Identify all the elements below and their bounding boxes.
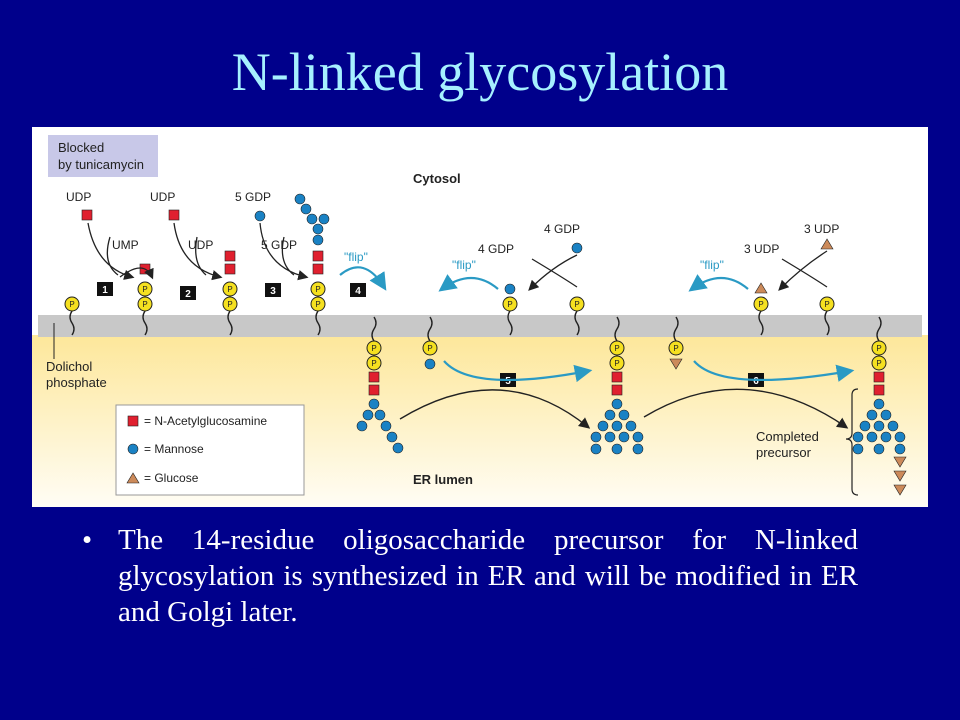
udp-label-2: UDP <box>150 190 175 204</box>
legend: = N-Acetylglucosamine = Mannose = Glucos… <box>115 404 305 496</box>
svg-text:P: P <box>315 300 320 309</box>
glycosylation-diagram: Blocked by tunicamycin Cytosol ER lumen … <box>32 127 928 507</box>
svg-text:6: 6 <box>753 376 759 387</box>
gdp5-label-2: 5 GDP <box>261 238 297 252</box>
legend-glcnac-swatch <box>127 415 139 427</box>
gdp4-label-1: 4 GDP <box>544 222 580 236</box>
svg-text:P: P <box>427 344 432 353</box>
svg-text:P: P <box>142 300 147 309</box>
svg-text:4: 4 <box>355 286 361 297</box>
bullet-marker: • <box>82 524 93 556</box>
svg-text:5: 5 <box>505 376 511 387</box>
gdp5-label-1: 5 GDP <box>235 190 271 204</box>
svg-text:P: P <box>876 359 881 368</box>
svg-text:P: P <box>824 300 829 309</box>
svg-text:P: P <box>227 285 232 294</box>
ump-label: UMP <box>112 238 139 252</box>
legend-glucose: = Glucose <box>144 471 199 485</box>
svg-text:by tunicamycin: by tunicamycin <box>58 157 144 172</box>
er-membrane <box>38 315 922 337</box>
bullet-text: The 14-residue oligosaccharide precursor… <box>118 524 858 628</box>
completed-precursor-label-2: precursor <box>756 445 812 460</box>
svg-text:P: P <box>673 344 678 353</box>
svg-text:Blocked: Blocked <box>58 140 104 155</box>
er-lumen-label: ER lumen <box>413 472 473 487</box>
udp3-label-2: 3 UDP <box>744 242 779 256</box>
svg-text:P: P <box>614 359 619 368</box>
mannose-residue <box>254 193 583 295</box>
slide-title: N-linked glycosylation <box>231 42 729 102</box>
legend-mannose-swatch <box>127 443 139 455</box>
svg-text:P: P <box>371 344 376 353</box>
dolichol-phosphate-label-1: Dolichol <box>46 359 92 374</box>
cytosol-label: Cytosol <box>413 171 461 186</box>
svg-text:P: P <box>507 300 512 309</box>
udp-label-1: UDP <box>66 190 91 204</box>
svg-text:P: P <box>227 300 232 309</box>
svg-text:P: P <box>69 300 74 309</box>
flip-label-2: "flip" <box>452 258 476 272</box>
completed-precursor-label-1: Completed <box>756 429 819 444</box>
phosphate-group <box>64 281 887 371</box>
svg-text:3: 3 <box>270 286 276 297</box>
flip-label-3: "flip" <box>700 258 724 272</box>
svg-text:P: P <box>315 285 320 294</box>
glucose-residue <box>754 238 834 294</box>
svg-text:2: 2 <box>185 289 191 300</box>
legend-glucose-swatch <box>126 472 140 484</box>
udp3-label-1: 3 UDP <box>804 222 839 236</box>
gdp4-label-2: 4 GDP <box>478 242 514 256</box>
svg-text:P: P <box>574 300 579 309</box>
legend-mannose: = Mannose <box>144 442 204 456</box>
dolichol-phosphate-label-2: phosphate <box>46 375 107 390</box>
svg-text:P: P <box>142 285 147 294</box>
legend-glcnac: = N-Acetylglucosamine <box>144 414 267 428</box>
svg-text:P: P <box>614 344 619 353</box>
flip-label-1: "flip" <box>344 250 368 264</box>
udp-label-3: UDP <box>188 238 213 252</box>
svg-text:P: P <box>371 359 376 368</box>
svg-text:P: P <box>758 300 763 309</box>
blocked-by-tunicamycin-box: Blocked by tunicamycin <box>48 135 158 177</box>
svg-text:1: 1 <box>102 285 108 296</box>
svg-text:P: P <box>876 344 881 353</box>
